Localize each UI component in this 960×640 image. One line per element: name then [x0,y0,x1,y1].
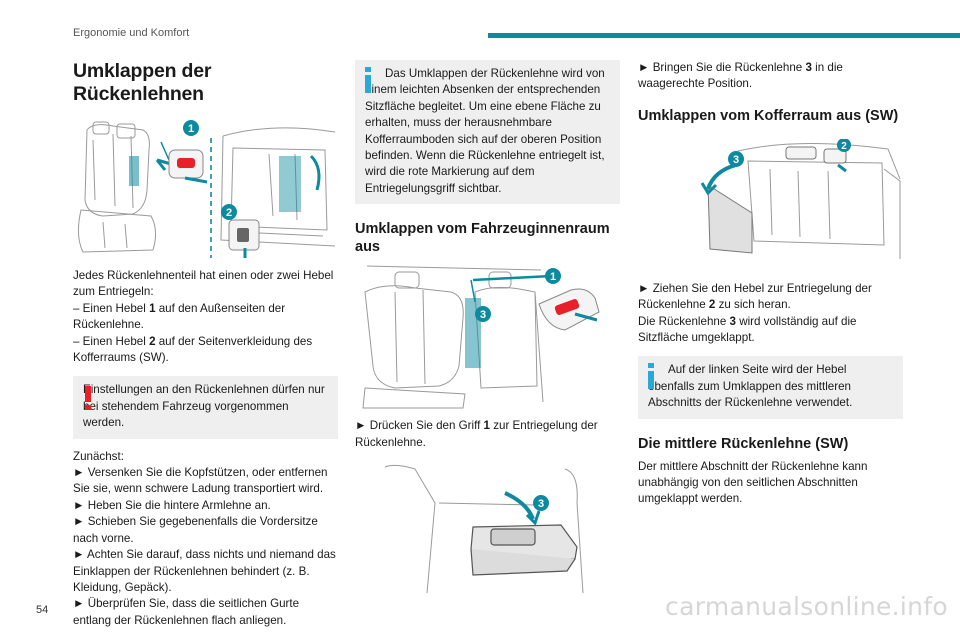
page-number: 54 [36,604,49,616]
callout-3a: 3 [480,309,486,321]
heading-interior: Umklappen vom Fahrzeuginnenraum aus [355,221,610,256]
info-box-2: Auf der linken Seite wird der Hebel eben… [638,356,903,419]
column-1: Umklappen der Rückenlehnen [73,60,338,629]
illustration-interior-handle: 1 3 [362,265,600,409]
info-icon [648,363,654,390]
callout-3c: 3 [733,154,739,166]
middle-seat-text: Der mittlere Abschnitt der Rückenlehne k… [638,459,868,506]
callout-2b: 2 [841,141,847,152]
callout-1: 1 [188,123,194,135]
page-title: Umklappen der Rückenlehnen [73,60,212,105]
info-box: Das Umklappen der Rückenlehne wird von e… [355,60,620,205]
info-icon [365,67,371,93]
column-2: Das Umklappen der Rückenlehne wird von e… [355,60,620,597]
header-accent-bar [488,33,960,38]
intro-text: Jedes Rückenlehnenteil hat einen oder zw… [73,269,334,299]
callout-2: 2 [226,207,232,219]
heading-middle-seat: Die mittlere Rückenlehne (SW) [638,435,849,452]
heading-trunk: Umklappen vom Kofferraum aus (SW) [638,107,899,124]
callout-1b: 1 [550,271,556,283]
column-3: ► Bringen Sie die Rückenlehne 3 in die w… [638,60,903,508]
warning-box: Einstellungen an den Rückenlehnen dürfen… [73,376,338,439]
first-label: Zunächst: [73,449,124,463]
folded-text: Die Rückenlehne 3 wird vollständig auf d… [638,314,857,345]
watermark: carmanualsonline.info [665,592,948,621]
info-text-2: Auf der linken Seite wird der Hebel eben… [648,363,853,410]
step-pull-lever: ► Ziehen Sie den Hebel zur Entriegelung … [638,281,872,312]
illustration-seat-levers: 1 2 [77,120,336,258]
illustration-trunk-lever: 3 2 [700,138,901,259]
illustration-folded-seat: 3 [384,464,584,594]
lever-item-1: – Einen Hebel 1 auf den Außenseiten der … [73,301,286,332]
callout-3b: 3 [538,498,544,510]
page-header-section: Ergonomie und Komfort [73,27,190,39]
step-2: ► Heben Sie die hintere Armlehne an. [73,498,271,512]
step-3: ► Schieben Sie gegebenenfalls die Vorder… [73,515,318,545]
warning-exclamation-icon [85,386,91,411]
info-text: Das Umklappen der Rückenlehne wird von e… [365,67,605,195]
lever-item-2: – Einen Hebel 2 auf der Seitenverkleidun… [73,334,313,365]
step-4: ► Achten Sie darauf, dass nichts und nie… [73,548,336,594]
step-horizontal: ► Bringen Sie die Rückenlehne 3 in die w… [638,61,843,91]
step-press-handle: ► Drücken Sie den Griff 1 zur Entriegelu… [355,419,598,449]
step-1: ► Versenken Sie die Kopfstützen, oder en… [73,466,328,496]
warning-text: Einstellungen an den Rückenlehnen dürfen… [83,383,325,430]
step-5: ► Überprüfen Sie, dass die seitlichen Gu… [73,597,300,627]
